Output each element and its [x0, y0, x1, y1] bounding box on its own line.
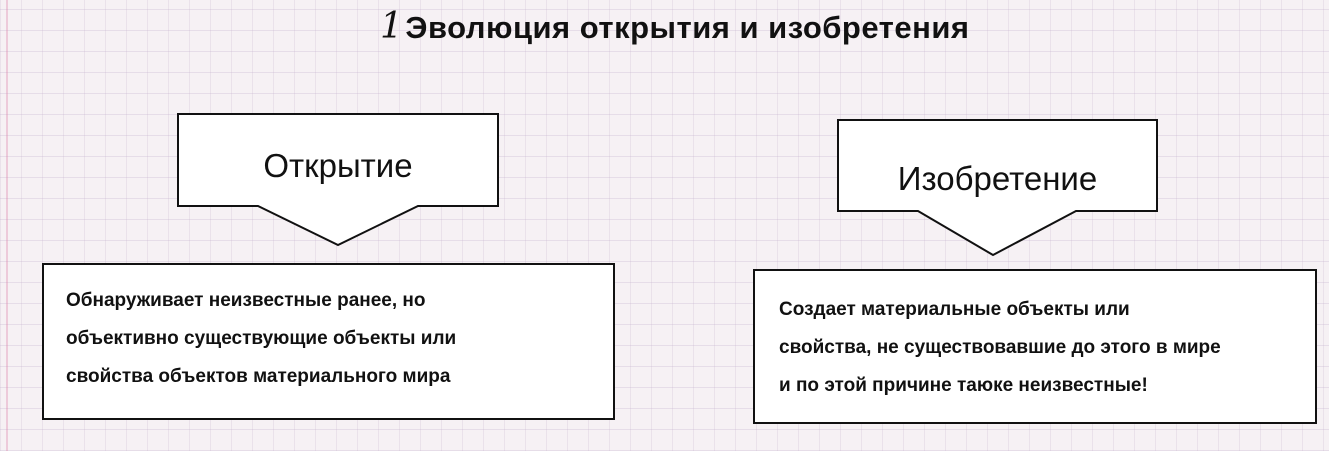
discovery-description-line: свойства объектов материального мира	[66, 366, 451, 387]
invention-description-line: Создает материальные объекты или	[779, 299, 1130, 320]
title-text: Эволюция открытия и изобретения	[405, 10, 970, 45]
notebook-margin-line	[6, 0, 8, 451]
invention-description-line: и по этой причине таюке неизвестные!	[779, 375, 1148, 396]
discovery-description-line: объективно существующие объекты или	[66, 328, 457, 349]
discovery-description-line: Обнаруживает неизвестные ранее, но	[66, 290, 426, 311]
invention-label: Изобретение	[897, 160, 1098, 197]
diagram-title: 1Эволюция открытия и изобретения	[380, 6, 969, 47]
title-number: 1	[380, 6, 404, 47]
discovery-label: Открытие	[263, 147, 413, 184]
invention-description-box: Создает материальные объекты или свойств…	[753, 269, 1317, 424]
discovery-description-box: Обнаруживает неизвестные ранее, но объек…	[42, 263, 615, 420]
invention-description-line: свойства, не существовавшие до этого в м…	[779, 337, 1221, 358]
